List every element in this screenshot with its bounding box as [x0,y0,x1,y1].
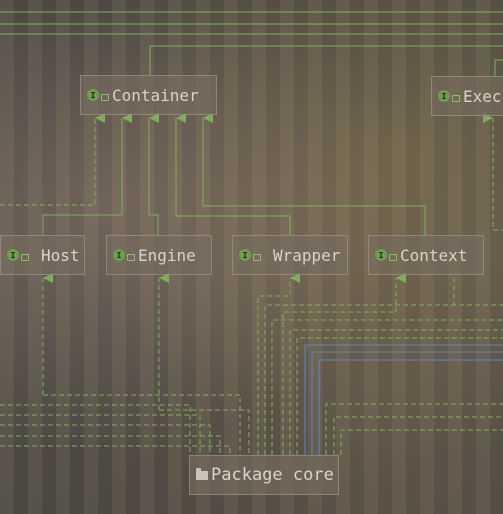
pkg-right-2 [271,319,503,455]
context-node[interactable]: I Context [368,235,484,275]
interface-icon: I [113,249,125,261]
lock-icon [101,93,109,101]
package-label: Package core [211,465,334,485]
container-node[interactable]: I Container [80,75,217,115]
engine-extends-container [148,113,159,235]
host-label: Host [41,245,80,265]
pkg-right-6 [333,416,503,455]
container-label: Container [112,85,199,105]
host-node[interactable]: I Host [0,235,85,275]
wrapper-node[interactable]: I Wrapper [232,235,348,275]
folder-icon [196,467,208,480]
context-extends-container [202,113,426,235]
pkg-left-5 [0,445,231,455]
dep-to-container [0,113,105,206]
executor-top-edge [494,59,503,76]
pkg-right-5 [325,403,503,455]
pkg-engine-link [159,409,250,455]
pkg-left-3 [0,424,211,455]
dep-to-context [282,273,406,455]
pkg-blue-3 [318,359,503,455]
engine-label: Engine [138,245,196,265]
pkg-right-3 [289,329,503,455]
container-top-edge [149,45,503,75]
executor-label: Execu [463,86,503,106]
pkg-blue-2 [311,351,503,455]
pkg-left-1 [0,404,191,455]
package-core-node[interactable]: Package core [189,455,339,495]
wrapper-extends-container [175,113,291,235]
interface-icon: I [7,249,19,261]
dep-to-wrapper [257,273,300,455]
lock-icon [127,253,135,261]
pkg-left-4 [0,435,221,455]
lock-icon [253,253,261,261]
interface-icon: I [87,89,99,101]
host-extends-container [42,113,132,235]
context-label: Context [400,245,468,265]
interface-icon: I [438,90,450,102]
executor-node[interactable]: I Execu [431,76,503,116]
lock-icon [21,253,29,261]
pkg-left-2 [0,414,201,455]
lock-icon [389,253,397,261]
lock-icon [452,94,460,102]
engine-node[interactable]: I Engine [106,235,212,275]
interface-icon: I [375,249,387,261]
pkg-right-4 [296,337,503,455]
pkg-right-7 [340,429,503,455]
interface-icon: I [239,249,251,261]
pkg-host-link [43,394,241,455]
context-dep-right [453,278,503,306]
executor-dep [483,113,503,231]
pkg-right-1 [264,304,503,455]
wrapper-label: Wrapper [273,245,341,265]
pkg-blue-1 [304,344,503,455]
